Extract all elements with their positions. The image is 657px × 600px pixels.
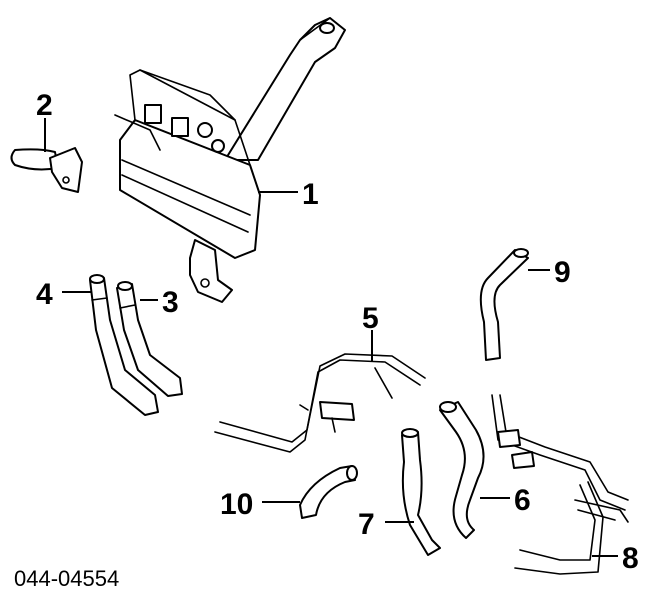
leader-lines <box>44 118 618 557</box>
cooler-hose-left <box>89 274 159 416</box>
callout-1: 1 <box>302 178 319 211</box>
callout-3: 3 <box>162 286 179 319</box>
drawing-code: 044-04554 <box>14 566 119 591</box>
callout-10: 10 <box>220 488 253 521</box>
oil-cooler-assembly <box>114 17 346 303</box>
callout-6: 6 <box>514 484 531 517</box>
callout-5: 5 <box>362 302 379 335</box>
callout-numbers: 1 2 3 4 5 6 7 8 9 10 <box>36 89 639 575</box>
callout-7: 7 <box>358 508 375 541</box>
cooler-tube-assembly <box>214 353 426 453</box>
callout-9: 9 <box>554 256 571 289</box>
callout-4: 4 <box>36 278 53 311</box>
cooler-tube-8 <box>491 394 629 575</box>
hose-clamp <box>10 147 83 193</box>
hose-10 <box>299 465 358 519</box>
hose-9 <box>479 248 529 361</box>
callout-8: 8 <box>622 542 639 575</box>
hose-7 <box>401 428 441 556</box>
callout-2: 2 <box>36 89 53 122</box>
cooler-hose-right <box>116 281 183 397</box>
hose-6 <box>439 401 485 539</box>
